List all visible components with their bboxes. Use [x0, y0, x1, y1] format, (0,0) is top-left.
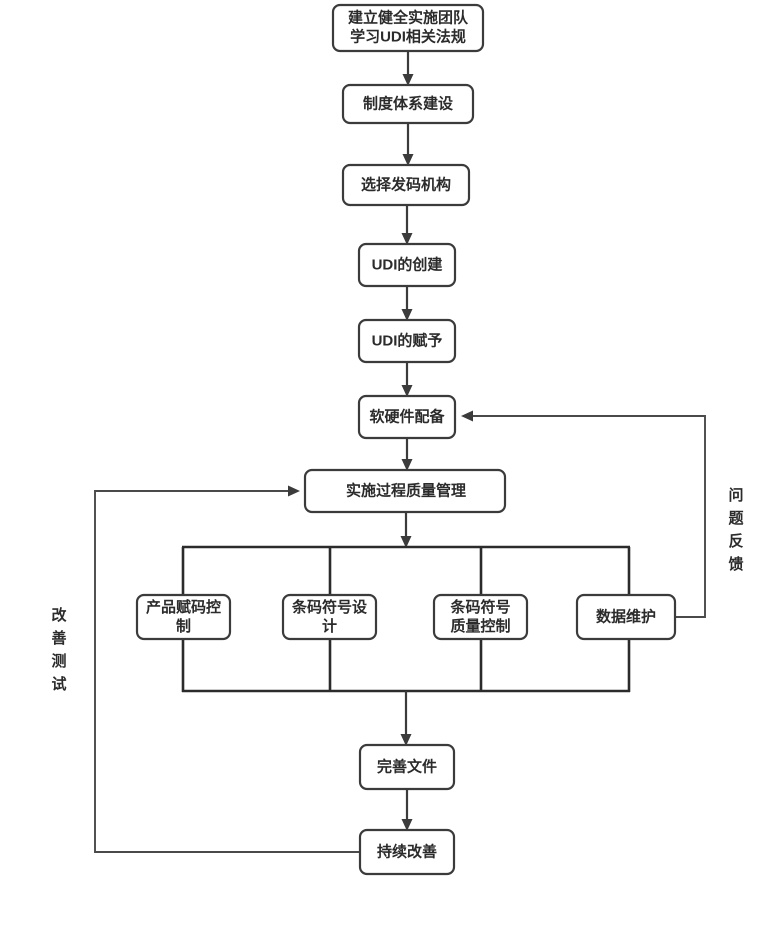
node-system-construction-label: 制度体系建设 [363, 94, 453, 112]
node-udi-creation[interactable]: UDI的创建 [357, 242, 457, 288]
edge-feedback-problem [461, 410, 706, 618]
node-select-issuing-agency-label: 选择发码机构 [361, 175, 451, 193]
node-process-quality-management-box[interactable] [303, 468, 507, 514]
edge-system-to-agency [402, 123, 414, 166]
edge-quality-to-fork [400, 512, 412, 548]
node-hardware-software-setup-label: 软硬件配备 [369, 407, 445, 425]
edge-assign-to-hardware [401, 362, 413, 397]
node-data-maintenance[interactable]: 数据维护 [575, 593, 677, 641]
node-layer: 建立健全实施团队 学习UDI相关法规 制度体系建设 选择发码机构 UDI的创建 [135, 3, 677, 876]
node-udi-creation-label: UDI的创建 [372, 255, 444, 273]
node-barcode-quality-control-line1: 条码符号 [449, 598, 510, 616]
node-udi-assignment-box[interactable] [357, 318, 457, 364]
node-system-construction[interactable]: 制度体系建设 [341, 83, 475, 125]
node-establish-team-line2: 学习UDI相关法规 [350, 27, 466, 45]
edge-label-improvement-test-char-3: 测 [51, 652, 66, 670]
edge-label-problem-feedback: 问 题 反 馈 [727, 486, 744, 573]
edge-label-improvement-test-char-2: 善 [51, 629, 66, 647]
node-barcode-symbol-design-line1: 条码符号设 [291, 598, 367, 616]
edge-join-to-document [400, 691, 412, 746]
node-process-quality-management[interactable]: 实施过程质量管理 [303, 468, 507, 514]
node-continuous-improvement-label: 持续改善 [377, 842, 437, 860]
node-hardware-software-setup[interactable]: 软硬件配备 [357, 394, 457, 440]
node-product-coding-control-box[interactable] [135, 593, 232, 641]
node-barcode-symbol-design[interactable]: 条码符号设 计 [281, 593, 378, 641]
node-barcode-quality-control-line2: 质量控制 [450, 617, 510, 635]
edge-feedback-improve [94, 485, 360, 853]
node-system-construction-box[interactable] [341, 83, 475, 125]
node-barcode-quality-control[interactable]: 条码符号 质量控制 [432, 593, 529, 641]
edge-label-problem-feedback-char-2: 题 [728, 510, 744, 527]
node-product-coding-control[interactable]: 产品赋码控 制 [135, 593, 232, 641]
edge-label-problem-feedback-char-3: 反 [728, 533, 743, 550]
node-barcode-quality-control-box[interactable] [432, 593, 529, 641]
node-improve-documents-label: 完善文件 [377, 757, 437, 775]
node-establish-team-line1: 建立健全实施团队 [348, 8, 469, 26]
node-udi-assignment[interactable]: UDI的赋予 [357, 318, 457, 364]
node-establish-team[interactable]: 建立健全实施团队 学习UDI相关法规 [331, 3, 485, 53]
join-branches-lower [181, 639, 631, 692]
node-udi-assignment-label: UDI的赋予 [372, 331, 443, 349]
node-improve-documents-box[interactable] [358, 743, 456, 791]
fork-branches-upper [181, 547, 631, 596]
node-continuous-improvement[interactable]: 持续改善 [358, 828, 456, 876]
edge-document-to-improve [401, 789, 413, 831]
node-udi-creation-box[interactable] [357, 242, 457, 288]
side-label-layer: 问 题 反 馈 改 善 测 试 [51, 486, 744, 693]
edge-agency-to-create [401, 205, 413, 245]
node-select-issuing-agency-box[interactable] [341, 163, 471, 207]
edge-label-improvement-test: 改 善 测 试 [51, 606, 67, 693]
edge-label-problem-feedback-char-1: 问 [728, 486, 743, 504]
node-hardware-software-setup-box[interactable] [357, 394, 457, 440]
node-improve-documents[interactable]: 完善文件 [358, 743, 456, 791]
node-data-maintenance-label: 数据维护 [596, 607, 656, 625]
node-process-quality-management-label: 实施过程质量管理 [346, 481, 466, 499]
edge-label-improvement-test-char-4: 试 [51, 675, 66, 693]
node-data-maintenance-box[interactable] [575, 593, 677, 641]
node-establish-team-box[interactable] [331, 3, 485, 53]
node-barcode-symbol-design-box[interactable] [281, 593, 378, 641]
edge-label-problem-feedback-char-4: 馈 [727, 555, 743, 573]
edge-hardware-to-quality [401, 438, 413, 471]
node-product-coding-control-line1: 产品赋码控 [146, 598, 221, 616]
node-select-issuing-agency[interactable]: 选择发码机构 [341, 163, 471, 207]
node-product-coding-control-line2: 制 [176, 617, 191, 635]
edge-layer [94, 51, 706, 853]
node-continuous-improvement-box[interactable] [358, 828, 456, 876]
edge-create-to-assign [401, 286, 413, 321]
edge-label-improvement-test-char-1: 改 [51, 606, 67, 624]
edge-team-to-system [402, 51, 414, 86]
node-barcode-symbol-design-line2: 计 [322, 617, 337, 635]
